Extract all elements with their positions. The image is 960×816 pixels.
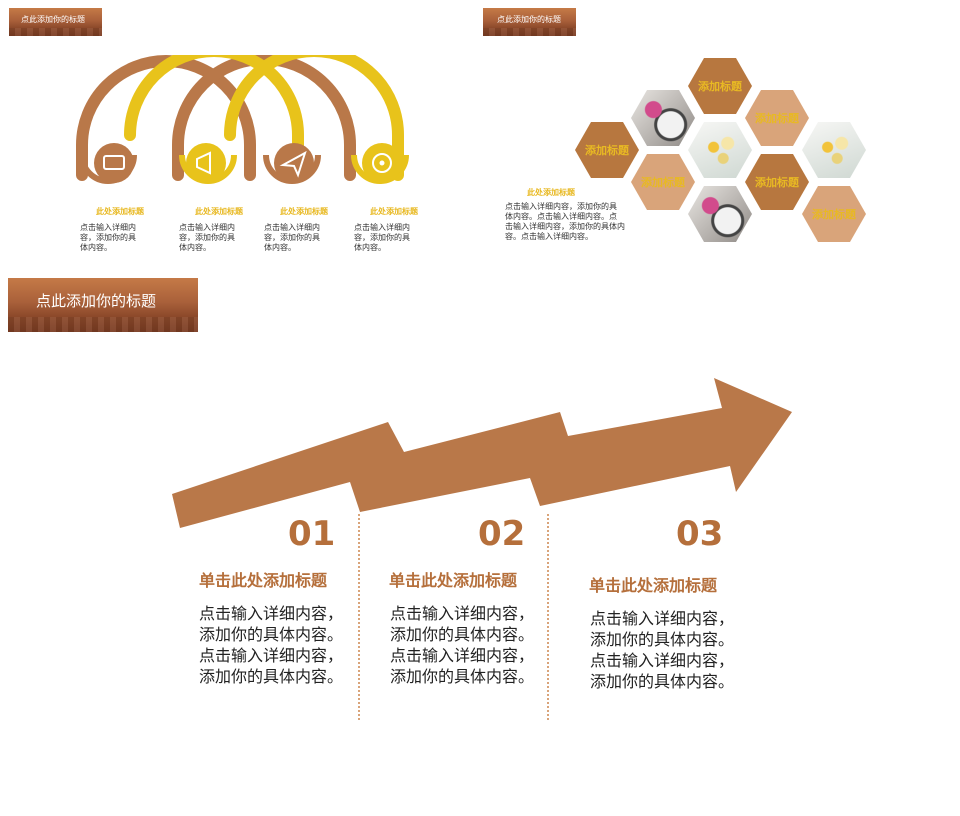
hex-label-1: 添加标题 [688,58,752,114]
slide1-item-4: 此处添加标题 点击输入详细内 容，添加你的具 体内容。 [354,206,434,253]
tv-icon [94,143,134,183]
slide3-header-title: 点此添加你的标题 [36,292,157,310]
item-text: 点击输入详细内 容，添加你的具 体内容。 [354,223,410,252]
divider-1 [358,514,360,720]
slide1-header-bar: 点此添加你的标题 [9,8,102,37]
step-3-number: 03 [676,514,724,554]
hex-label-6: 添加标题 [802,186,866,242]
megaphone-icon [186,143,226,183]
slide1-header-title: 点此添加你的标题 [21,15,85,24]
zigzag-arrow [172,378,792,528]
arc-yellow-2 [224,55,404,181]
item-text: 点击输入详细内 容，添加你的具 体内容。 [264,223,320,252]
hex-photo-camera [631,90,695,146]
hex-photo-camera-2 [688,186,752,242]
item-title: 此处添加标题 [195,207,243,216]
step-1-title: 单击此处添加标题 [199,571,328,590]
step-1-number: 01 [288,514,336,554]
hex-photo-flowers [688,122,752,178]
arc-yellow-1 [124,55,304,181]
item-title: 此处添加标题 [96,207,144,216]
hex-label-3: 添加标题 [575,122,639,178]
slide2-left-text: 点击输入详细内容，添加你的具 体内容。点击输入详细内容。点 击输入详细内容，添加… [505,202,625,241]
slide1-item-2: 此处添加标题 点击输入详细内 容，添加你的具 体内容。 [179,206,259,253]
item-text: 点击输入详细内 容，添加你的具 体内容。 [80,223,136,252]
hex-label-5: 添加标题 [745,154,809,210]
slide1-item-1: 此处添加标题 点击输入详细内 容，添加你的具 体内容。 [80,206,160,253]
item-title: 此处添加标题 [280,207,328,216]
slide2-header-title: 点此添加你的标题 [497,15,561,24]
slide1-item-3: 此处添加标题 点击输入详细内 容，添加你的具 体内容。 [264,206,344,253]
step-2-title: 单击此处添加标题 [389,571,518,590]
step-2-text: 点击输入详细内容， 添加你的具体内容。 点击输入详细内容， 添加你的具体内容。 [390,604,535,686]
step-3-title: 单击此处添加标题 [589,576,718,595]
slide2-left-title: 此处添加标题 [527,188,575,197]
slide1-arcs [76,55,409,184]
hex-label-4: 添加标题 [631,154,695,210]
divider-2 [547,514,549,720]
item-title: 此处添加标题 [370,207,418,216]
step-3-text: 点击输入详细内容， 添加你的具体内容。 点击输入详细内容， 添加你的具体内容。 [590,609,735,691]
paper-plane-icon [274,143,314,183]
hex-label-2: 添加标题 [745,90,809,146]
hex-photo-flowers-2 [802,122,866,178]
step-2-number: 02 [478,514,526,554]
arc-brown-2 [172,55,356,181]
item-text: 点击输入详细内 容，添加你的具 体内容。 [179,223,235,252]
slide2-header-bar: 点此添加你的标题 [483,8,576,37]
step-1-text: 点击输入详细内容， 添加你的具体内容。 点击输入详细内容， 添加你的具体内容。 [199,604,344,686]
arrow-shape [172,378,792,528]
slide3-header-bar: 点此添加你的标题 [8,278,198,332]
